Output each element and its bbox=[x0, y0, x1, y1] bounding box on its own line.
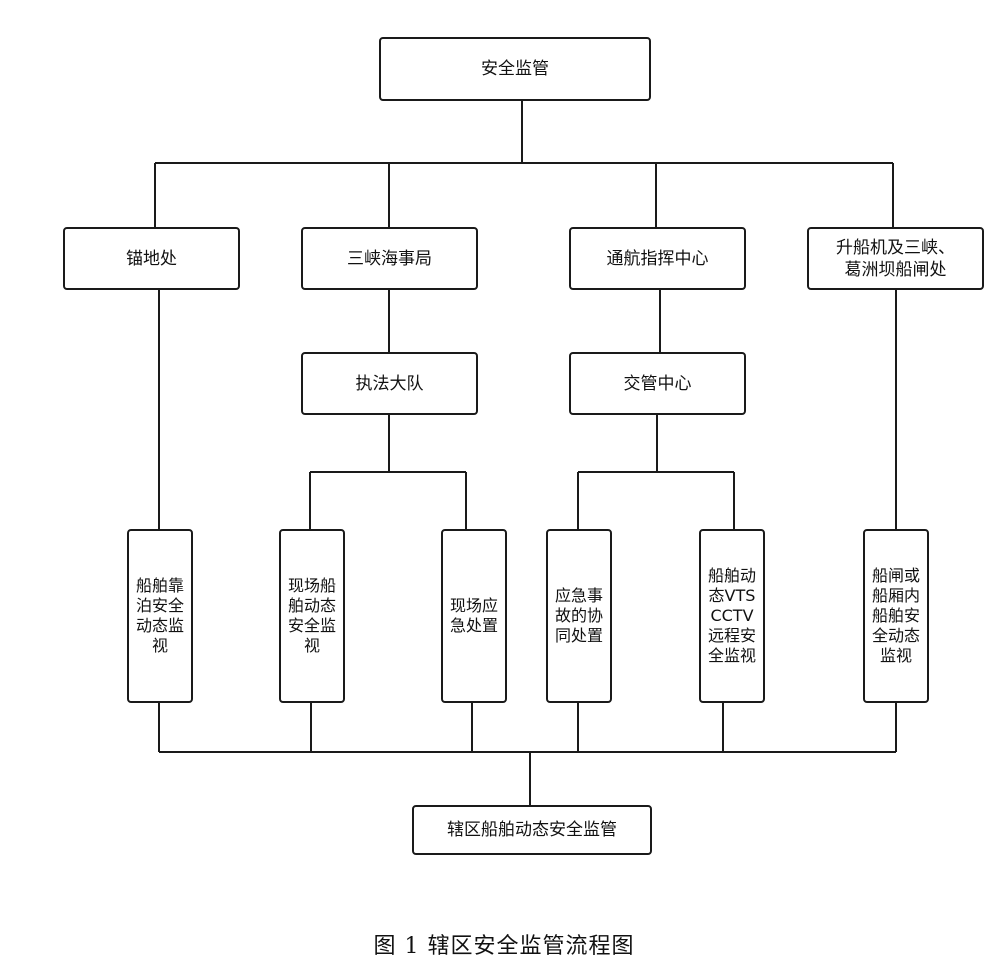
figure-caption: 图 1 辖区安全监管流程图 bbox=[373, 934, 635, 959]
node-locks: 升船机及三峡、 葛洲坝船闸处 bbox=[807, 227, 984, 290]
node-nav-center: 通航指挥中心 bbox=[569, 227, 746, 290]
node-msa: 三峡海事局 bbox=[301, 227, 478, 290]
node-bottom: 辖区船舶动态安全监管 bbox=[412, 805, 652, 855]
node-root: 安全监管 bbox=[379, 37, 651, 101]
node-leaf-onsite-monitor: 现场船 舶动态 安全监 视 bbox=[279, 529, 345, 703]
node-leaf-lock-monitor: 船闸或 船厢内 船舶安 全动态 监视 bbox=[863, 529, 929, 703]
node-anchorage: 锚地处 bbox=[63, 227, 240, 290]
node-leaf-vts-cctv: 船舶动 态VTS CCTV 远程安 全监视 bbox=[699, 529, 765, 703]
node-leaf-onsite-emergency: 现场应 急处置 bbox=[441, 529, 507, 703]
node-enforcement: 执法大队 bbox=[301, 352, 478, 415]
node-leaf-emergency-coordination: 应急事 故的协 同处置 bbox=[546, 529, 612, 703]
node-traffic: 交管中心 bbox=[569, 352, 746, 415]
node-leaf-berthing: 船舶靠 泊安全 动态监 视 bbox=[127, 529, 193, 703]
